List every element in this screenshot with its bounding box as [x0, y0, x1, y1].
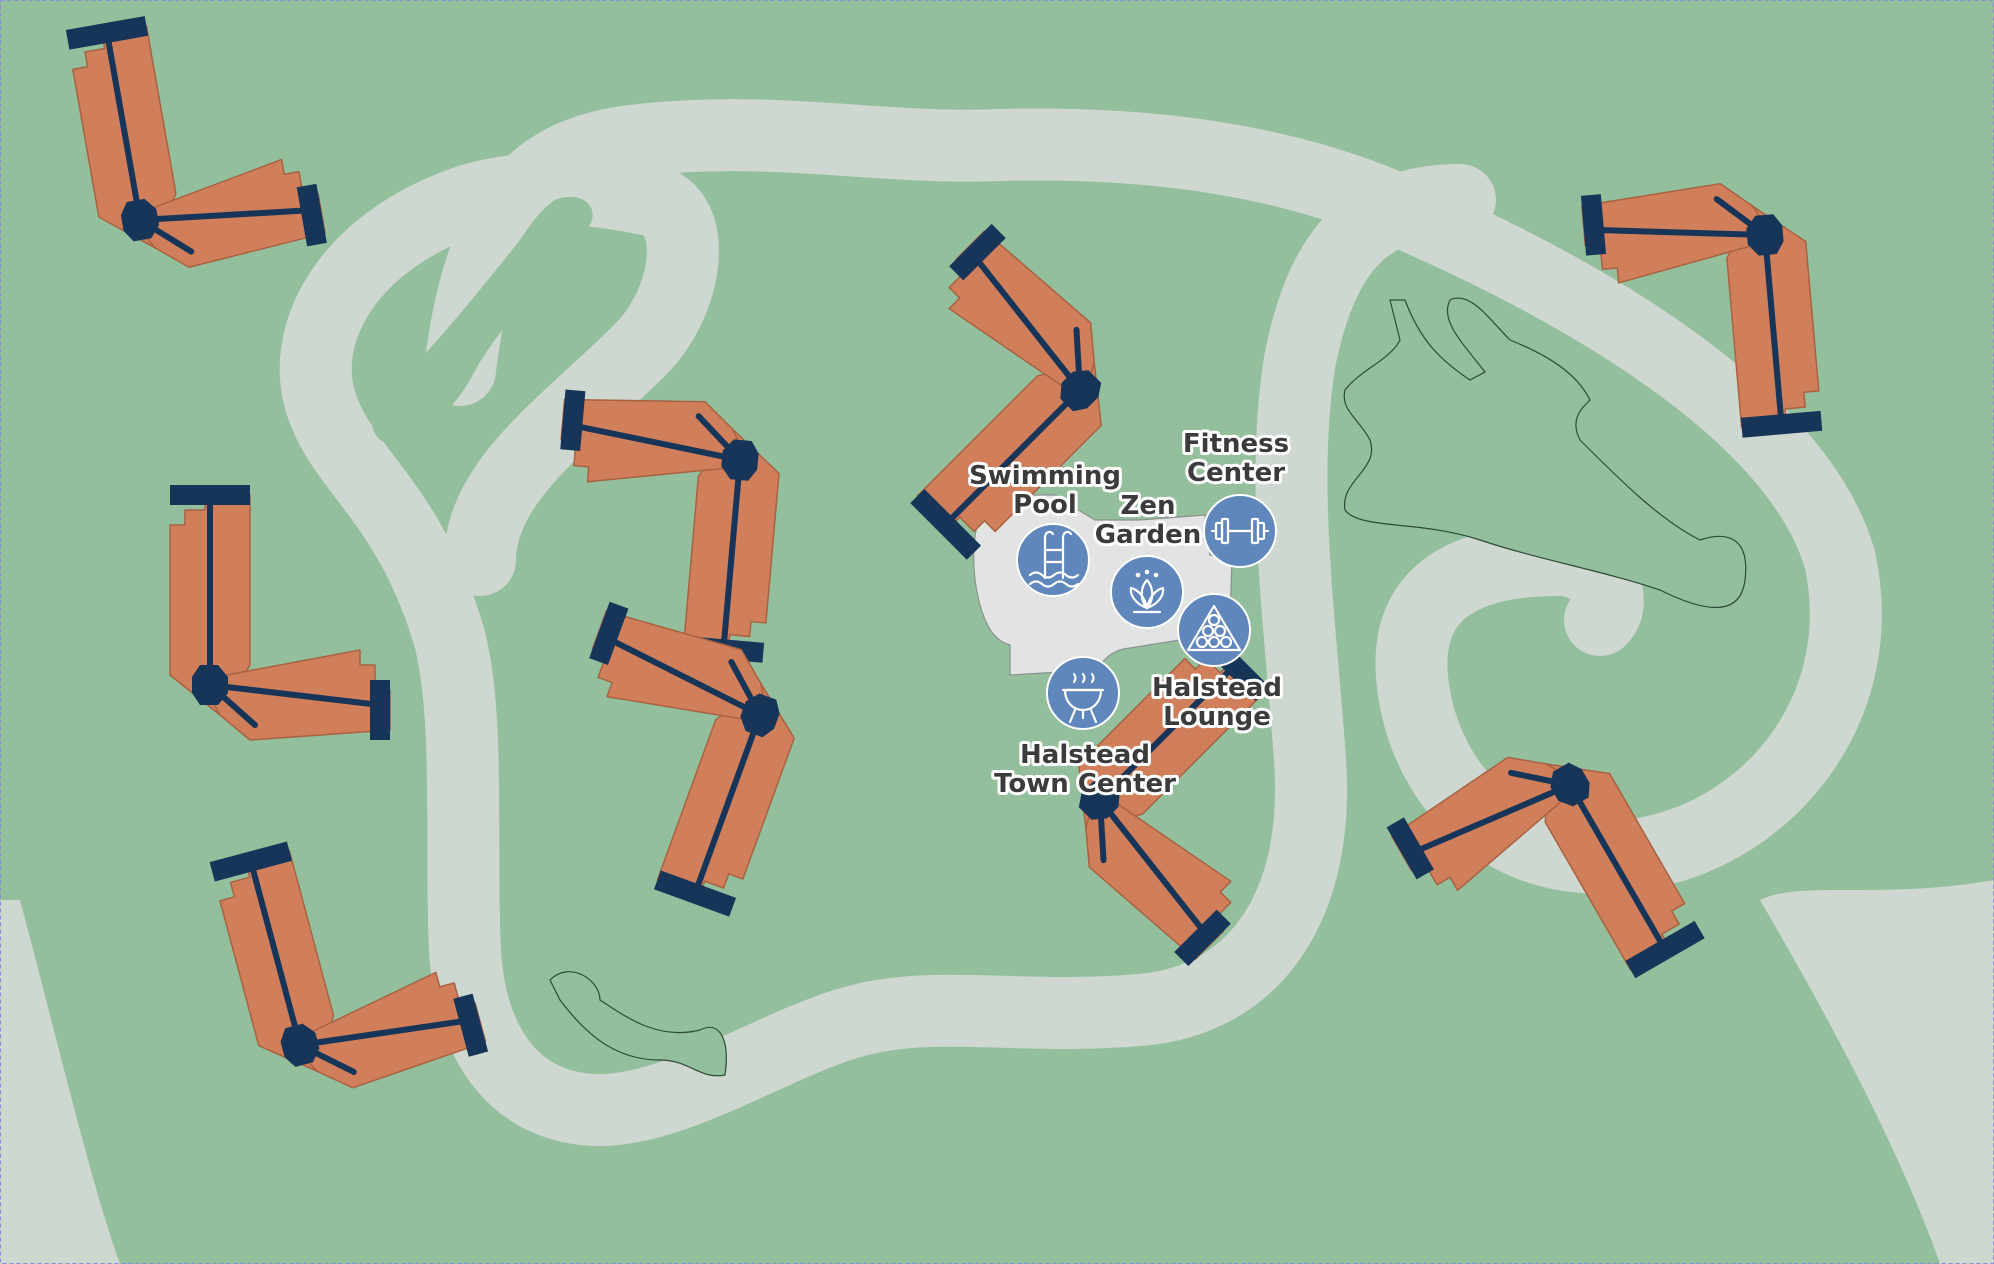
road-southwest	[0, 900, 120, 1264]
lounge-label-line2: Lounge	[1163, 702, 1271, 732]
main-road	[424, 99, 1882, 894]
zen-label-line2: Garden	[1095, 520, 1201, 550]
road-southeast	[1760, 880, 1994, 1264]
amenity-swimming-pool[interactable]: Swimming Pool	[966, 458, 1124, 597]
dumbbell-icon	[1210, 517, 1270, 545]
amenity-halstead-lounge[interactable]: Halstead Lounge	[1149, 593, 1285, 735]
town-label-line1: Halstead	[1020, 740, 1150, 770]
zen-label-line1: Zen	[1121, 491, 1176, 521]
lounge-label-line1: Halstead	[1152, 673, 1282, 703]
fitness-label-line2: Center	[1187, 458, 1285, 488]
pool-label-line2: Pool	[1013, 490, 1077, 520]
amenity-fitness-center[interactable]: Fitness Center	[1180, 426, 1292, 568]
grill-icon	[1061, 672, 1105, 724]
fitness-label-line1: Fitness	[1183, 429, 1289, 459]
lotus-icon	[1129, 569, 1165, 614]
town-label-line2: Town Center	[994, 769, 1176, 799]
pond-west	[371, 196, 593, 443]
amenity-zen-garden[interactable]: Zen Garden	[1092, 488, 1204, 629]
pond-north	[1343, 297, 1747, 609]
pool-label-line1: Swimming	[969, 461, 1121, 491]
amenity-halstead-town-center[interactable]: Halstead Town Center	[991, 656, 1179, 802]
swimming-pool-icon	[1028, 530, 1080, 588]
pond-south	[549, 971, 727, 1077]
billiard-balls-icon	[1186, 604, 1242, 652]
